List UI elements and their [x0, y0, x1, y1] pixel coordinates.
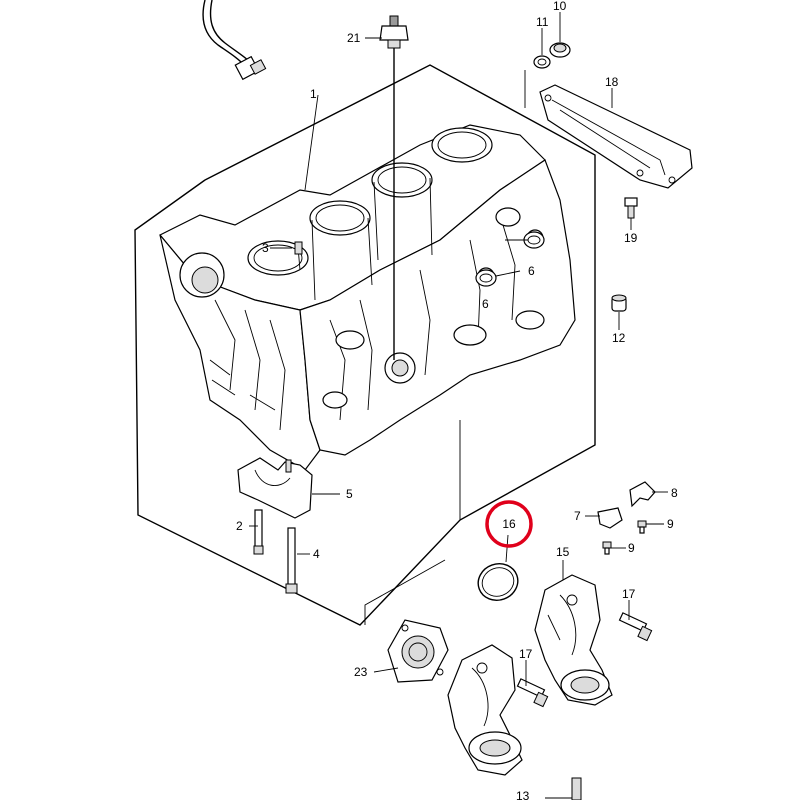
assembly-frame: [134, 64, 596, 626]
part-4-bolt: [285, 527, 298, 594]
callout-11: 11: [536, 15, 549, 29]
callout-9-upper: 9: [667, 517, 674, 531]
callout-9-lower: 9: [628, 541, 635, 555]
part-11-gasket: [533, 55, 551, 69]
sensor-harness: [202, 0, 267, 81]
part-6-o-rings: [475, 231, 545, 287]
callout-2: 2: [236, 519, 243, 533]
callout-6-upper: 6: [528, 264, 535, 278]
callout-4: 4: [313, 547, 320, 561]
part-12-dowel: [611, 294, 627, 312]
callout-17-upper: 17: [622, 587, 636, 601]
callout-13: 13: [516, 789, 530, 800]
part-7-bracket: [597, 507, 623, 529]
part-10-plug: [549, 42, 571, 58]
part-23-cover: [387, 619, 449, 683]
leader-lines: [249, 12, 668, 799]
callout-7: 7: [574, 509, 581, 523]
cylinder-block: [159, 124, 576, 471]
part-21-oil-pressure-switch: [379, 15, 409, 360]
callout-12: 12: [612, 331, 626, 345]
callout-6-lower: 6: [482, 297, 489, 311]
part-8-bracket: [629, 481, 656, 508]
callout-16: 16: [502, 517, 516, 531]
part-3-stud: [294, 241, 303, 255]
callout-5: 5: [346, 487, 353, 501]
part-19-bolt: [624, 197, 638, 219]
part-9-bolt-lower: [602, 541, 612, 555]
callout-3: 3: [262, 241, 269, 255]
callout-15: 15: [556, 545, 570, 559]
part-17-bolt-lower: [516, 678, 549, 708]
callout-8: 8: [671, 486, 678, 500]
highlighted-callout-16[interactable]: 16: [485, 500, 533, 548]
lower-housing: [447, 644, 523, 776]
callout-21: 21: [347, 31, 361, 45]
part-18-cover-plate: [524, 70, 693, 189]
part-13-stud: [571, 777, 582, 800]
part-17-bolt-upper: [618, 612, 653, 642]
part-16-gasket: [477, 563, 519, 601]
callout-labels: 1 21 3 5 2 4 6 6 11 10 18 19 12 7 8 9 9 …: [236, 0, 678, 800]
part-15-housing: [534, 574, 613, 706]
callout-18: 18: [605, 75, 619, 89]
highlight-circle: [485, 500, 533, 548]
callout-23: 23: [354, 665, 368, 679]
part-5-bearing-cap: [237, 457, 313, 519]
callout-1: 1: [310, 87, 317, 101]
callout-10: 10: [553, 0, 567, 13]
part-2-bolt: [253, 509, 264, 555]
callout-17-lower: 17: [519, 647, 533, 661]
part-9-bolt-upper: [637, 520, 647, 534]
callout-19: 19: [624, 231, 638, 245]
